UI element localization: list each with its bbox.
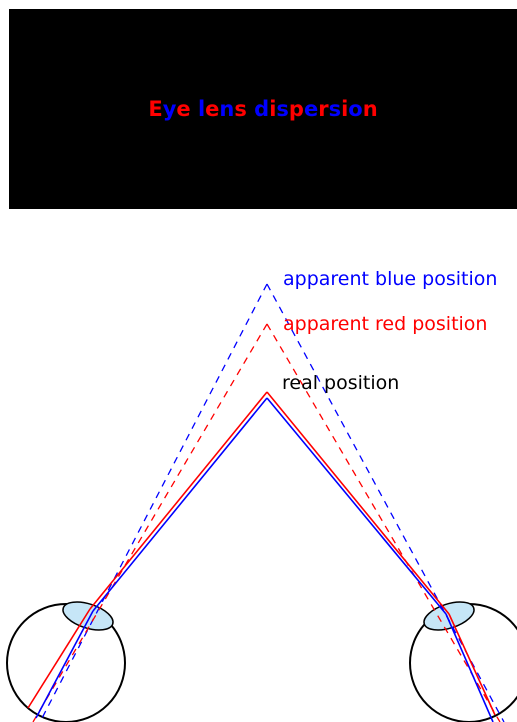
label-apparent-red: apparent red position (283, 313, 487, 335)
title-letter: n (219, 97, 235, 121)
blue-refracted-ray-left (35, 610, 94, 719)
blue-real-ray-left (92, 397, 268, 612)
blue-real-ray-right (266, 397, 447, 615)
red-refracted-ray-right (448, 613, 496, 716)
title-letter: e (176, 97, 191, 121)
title-letter: s (234, 97, 247, 121)
title-letter: e (205, 97, 220, 121)
title-letter: l (197, 97, 206, 121)
title-letter: r (318, 97, 329, 121)
red-refracted-ray-left (27, 608, 91, 709)
title-letter: d (254, 97, 270, 121)
blue-refracted-ray-right (445, 613, 494, 722)
title-letter: E (148, 97, 163, 121)
label-real: real position (282, 372, 399, 394)
red-apparent-ray-left (32, 323, 268, 722)
right-eye-lens (423, 601, 475, 631)
blue-apparent-ray-right (266, 283, 505, 722)
red-real-ray-right (266, 391, 450, 615)
title-letter: o (348, 97, 363, 121)
title-letter: e (303, 97, 319, 121)
title-letter: p (288, 97, 304, 121)
title-letter: i (269, 97, 277, 121)
red-real-ray-left (89, 391, 268, 610)
blue-apparent-ray-left (39, 283, 268, 722)
title-letter: i (341, 97, 349, 121)
label-apparent-blue: apparent blue position (283, 268, 497, 290)
title-letter: s (328, 97, 342, 121)
title-letter: n (362, 97, 378, 121)
title-letter: s (276, 97, 289, 121)
title-letter: y (162, 97, 177, 121)
